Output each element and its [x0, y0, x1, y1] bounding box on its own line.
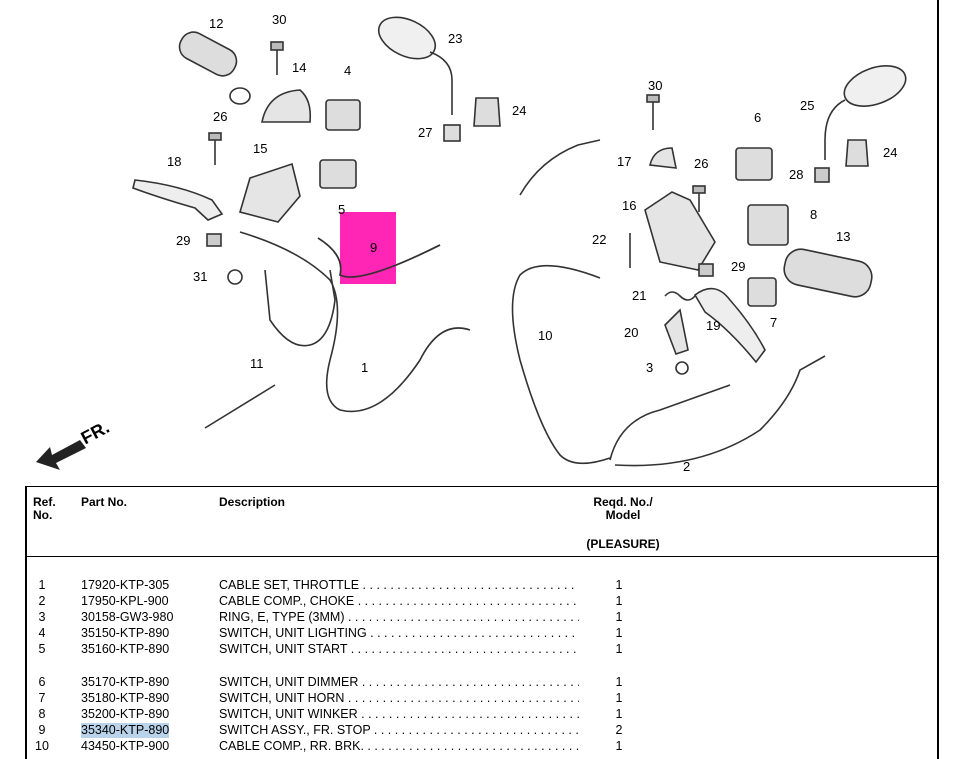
row-qty: 1 [615, 691, 623, 705]
row-part-no: 35170-KTP-890 [81, 675, 170, 689]
callout-18: 18 [167, 154, 181, 169]
callout-27: 27 [418, 125, 432, 140]
row-qty: 1 [615, 675, 623, 689]
row-description: CABLE COMP., CHOKE . . . . . . . . . . .… [219, 594, 579, 608]
callout-24: 24 [512, 103, 526, 118]
callout-20: 20 [624, 325, 638, 340]
row-ref: 10 [35, 739, 49, 753]
callout-9: 9 [370, 240, 377, 255]
row-part-no: 35160-KTP-890 [81, 642, 170, 656]
callout-13: 13 [836, 229, 850, 244]
row-part-no: 17950-KPL-900 [81, 594, 169, 608]
row-ref: 8 [38, 707, 46, 721]
row-description: CABLE COMP., RR. BRK. . . . . . . . . . … [219, 739, 579, 753]
row-ref: 9 [38, 723, 46, 737]
row-description: SWITCH ASSY., FR. STOP . . . . . . . . .… [219, 723, 579, 737]
row-qty: 1 [615, 642, 623, 656]
callout-17: 17 [617, 154, 631, 169]
row-description: SWITCH, UNIT START . . . . . . . . . . .… [219, 642, 579, 656]
callout-5: 5 [338, 202, 345, 217]
frame-left-border [25, 486, 27, 759]
callout-11: 11 [250, 356, 264, 371]
row-part-no: 35150-KTP-890 [81, 626, 170, 640]
row-part-no: 35340-KTP-890 [81, 723, 170, 738]
row-qty: 1 [615, 578, 623, 592]
table-top-rule [25, 486, 939, 487]
callout-29: 29 [731, 259, 745, 274]
callout-15: 15 [253, 141, 267, 156]
row-part-no: 35180-KTP-890 [81, 691, 170, 705]
callout-30: 30 [272, 12, 286, 27]
header-ref: Ref. No. [33, 495, 56, 522]
callout-30: 30 [648, 78, 662, 93]
callout-21: 21 [632, 288, 646, 303]
row-qty: 1 [615, 707, 623, 721]
highlight-box [340, 212, 396, 284]
callout-19: 19 [706, 318, 720, 333]
row-description: RING, E, TYPE (3MM) . . . . . . . . . . … [219, 610, 579, 624]
row-ref: 6 [38, 675, 46, 689]
callout-8: 8 [810, 207, 817, 222]
row-qty: 1 [615, 626, 623, 640]
callout-16: 16 [622, 198, 636, 213]
row-part-no: 35200-KTP-890 [81, 707, 170, 721]
row-qty: 1 [615, 739, 623, 753]
row-description: SWITCH, UNIT WINKER . . . . . . . . . . … [219, 707, 579, 721]
row-qty: 1 [615, 594, 623, 608]
callout-2: 2 [683, 459, 690, 474]
callout-25: 25 [800, 98, 814, 113]
row-description: CABLE SET, THROTTLE . . . . . . . . . . … [219, 578, 579, 592]
callout-3: 3 [646, 360, 653, 375]
row-ref: 1 [38, 578, 46, 592]
header-model: (PLEASURE) [586, 537, 660, 551]
callout-26: 26 [213, 109, 227, 124]
header-qty: Reqd. No./ Model [593, 495, 653, 522]
callout-4: 4 [344, 63, 351, 78]
row-ref: 2 [38, 594, 46, 608]
callout-22: 22 [592, 232, 606, 247]
callout-29: 29 [176, 233, 190, 248]
frame-right-border [937, 0, 939, 759]
row-description: SWITCH, UNIT DIMMER . . . . . . . . . . … [219, 675, 579, 689]
callout-26: 26 [694, 156, 708, 171]
callout-28: 28 [789, 167, 803, 182]
front-label: FR. [78, 417, 113, 448]
row-qty: 2 [615, 723, 623, 737]
row-description: SWITCH, UNIT HORN . . . . . . . . . . . … [219, 691, 579, 705]
callout-10: 10 [538, 328, 552, 343]
row-qty: 1 [615, 610, 623, 624]
callout-24: 24 [883, 145, 897, 160]
callout-12: 12 [209, 16, 223, 31]
callout-7: 7 [770, 315, 777, 330]
row-ref: 5 [38, 642, 46, 656]
row-ref: 4 [38, 626, 46, 640]
callout-31: 31 [193, 269, 207, 284]
table-header-rule [25, 556, 939, 557]
callout-23: 23 [448, 31, 462, 46]
row-part-no: 30158-GW3-980 [81, 610, 174, 624]
header-part: Part No. [81, 495, 128, 509]
row-part-no: 43450-KTP-900 [81, 739, 170, 753]
row-part-no: 17920-KTP-305 [81, 578, 170, 592]
callout-14: 14 [292, 60, 306, 75]
row-ref: 3 [38, 610, 46, 624]
row-ref: 7 [38, 691, 46, 705]
callout-6: 6 [754, 110, 761, 125]
row-description: SWITCH, UNIT LIGHTING . . . . . . . . . … [219, 626, 579, 640]
header-desc: Description [219, 495, 286, 509]
callout-1: 1 [361, 360, 368, 375]
